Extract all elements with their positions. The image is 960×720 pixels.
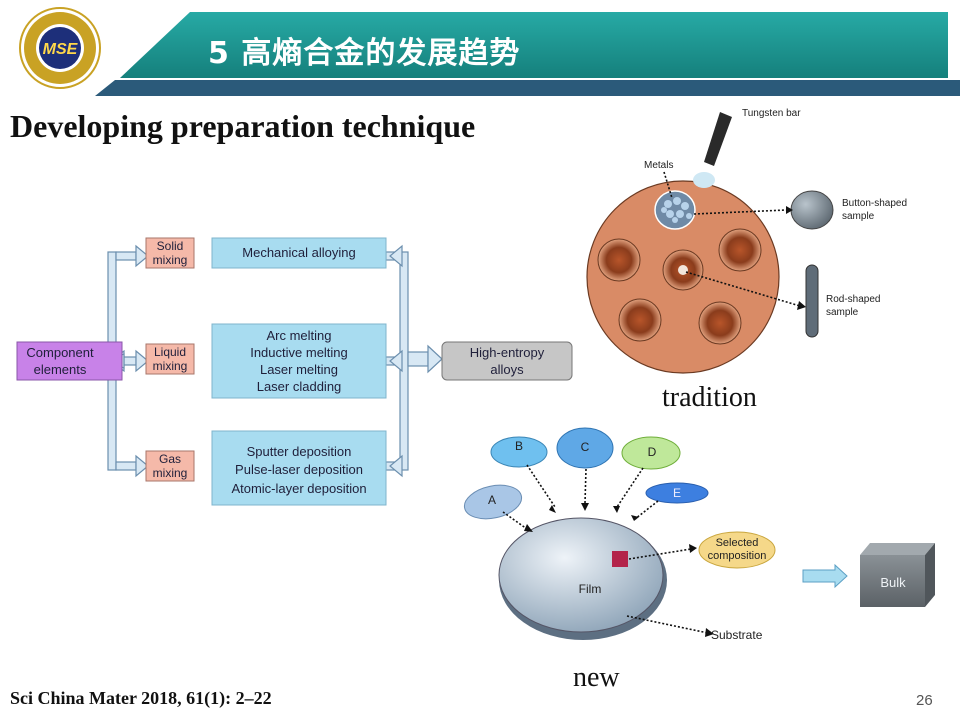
- svg-text:High-entropy: High-entropy: [470, 345, 545, 360]
- target-e: E: [645, 482, 709, 504]
- arrowheads: [524, 503, 714, 637]
- citation: Sci China Mater 2018, 61(1): 2–22: [10, 688, 272, 708]
- selected-composition-bubble: Selected composition: [698, 531, 776, 569]
- svg-text:Liquid: Liquid: [154, 345, 186, 359]
- svg-text:mixing: mixing: [153, 466, 188, 480]
- page-number: 26: [916, 692, 933, 709]
- method-sputter-deposition: Sputter deposition: [247, 444, 352, 459]
- rod-sample-label-2: sample: [826, 307, 859, 318]
- target-a: A: [463, 484, 523, 520]
- tradition-caption: tradition: [662, 382, 757, 413]
- new-caption: new: [573, 662, 620, 693]
- gas-mixing-label: Gas mixing: [145, 450, 195, 482]
- svg-text:alloys: alloys: [490, 362, 524, 377]
- method-laser-melting: Laser melting: [260, 362, 338, 377]
- substrate-label: Substrate: [711, 628, 763, 642]
- svg-text:B: B: [515, 439, 523, 453]
- button-sample: [790, 190, 834, 230]
- selected-composition-square: [612, 551, 628, 567]
- solid-methods-box: Mechanical alloying: [211, 237, 387, 269]
- component-line-1: Component: [26, 345, 94, 360]
- deposition-arrows: [502, 464, 709, 634]
- tradition-diagram: Tungsten bar Metals Button-shaped sample…: [586, 108, 907, 374]
- main-heading: Developing preparation technique: [10, 108, 476, 144]
- gas-methods-box: Sputter deposition Pulse-laser depositio…: [211, 430, 387, 506]
- tungsten-bar: [693, 112, 732, 188]
- solid-mixing-label: Solid mixing: [145, 237, 195, 269]
- component-elements-box: Component elements: [16, 341, 123, 381]
- method-mechanical-alloying: Mechanical alloying: [242, 245, 355, 260]
- svg-text:Gas: Gas: [159, 452, 181, 466]
- svg-text:D: D: [648, 445, 657, 459]
- svg-text:mixing: mixing: [153, 359, 188, 373]
- method-pulse-laser-deposition: Pulse-laser deposition: [235, 462, 363, 477]
- target-b: B: [490, 436, 548, 468]
- svg-text:A: A: [488, 493, 496, 507]
- liquid-mixing-label: Liquid mixing: [145, 343, 195, 375]
- bulk-label: Bulk: [880, 575, 906, 590]
- to-bulk-arrow: [802, 563, 848, 589]
- tungsten-label: Tungsten bar: [742, 108, 801, 119]
- high-entropy-alloys-box: High-entropy alloys: [441, 341, 573, 381]
- target-c: C: [556, 427, 614, 469]
- metal-pieces: [661, 197, 692, 223]
- svg-text:E: E: [673, 486, 681, 500]
- preparation-flowchart: Component elements Solid mixing Mechanic…: [16, 237, 573, 506]
- method-laser-cladding: Laser cladding: [257, 379, 342, 394]
- svg-text:Selected: Selected: [716, 537, 759, 549]
- button-sample-label-1: Button-shaped: [842, 198, 907, 209]
- metals-label: Metals: [644, 160, 673, 171]
- svg-text:C: C: [581, 440, 590, 454]
- mse-logo: MSE: [19, 7, 101, 89]
- svg-text:mixing: mixing: [153, 253, 188, 267]
- film-label: Film: [579, 582, 602, 596]
- component-line-2: elements: [34, 362, 87, 377]
- rod-sample: [805, 264, 819, 338]
- method-inductive-melting: Inductive melting: [250, 345, 348, 360]
- new-method-diagram: Film A B C D E Sel: [463, 427, 935, 642]
- rod-sample-label-1: Rod-shaped: [826, 294, 880, 305]
- svg-text:Solid: Solid: [157, 239, 184, 253]
- slide-title: 5 高熵合金的发展趋势: [208, 36, 521, 71]
- method-atomic-layer-deposition: Atomic-layer deposition: [231, 481, 366, 496]
- header-bar: [0, 0, 960, 96]
- button-sample-label-2: sample: [842, 211, 875, 222]
- mold-pits: [597, 190, 762, 345]
- bulk-cube: Bulk: [860, 543, 935, 607]
- target-d: D: [621, 436, 681, 470]
- liquid-methods-box: Arc melting Inductive melting Laser melt…: [211, 323, 387, 399]
- method-arc-melting: Arc melting: [266, 328, 331, 343]
- svg-text:composition: composition: [708, 550, 767, 562]
- logo-text: MSE: [43, 41, 79, 58]
- film-disk: [498, 517, 664, 633]
